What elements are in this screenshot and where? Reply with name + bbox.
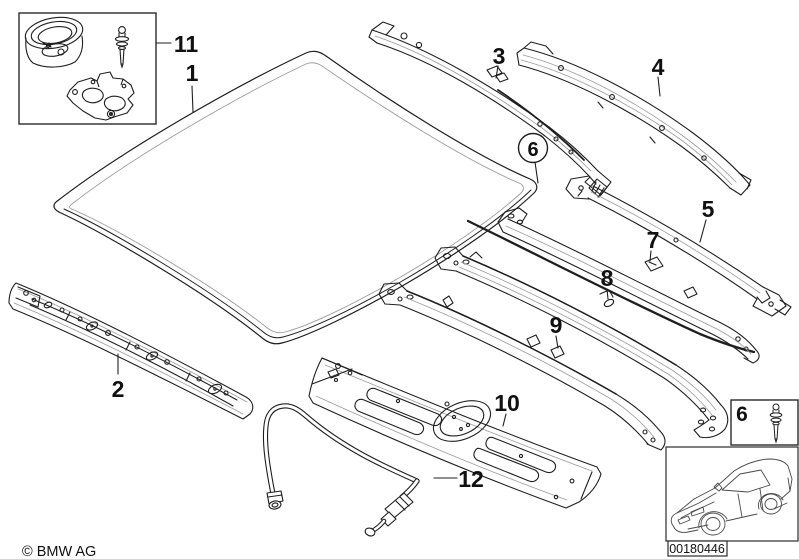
part9-clip-detail (526, 334, 565, 359)
car-thumbnail-box: 00180446 (665, 446, 799, 557)
callout-6-inset[interactable]: 6 (736, 403, 748, 426)
part7-roof-bow-with-seal (466, 207, 760, 364)
part12-hose-drawing (262, 403, 420, 537)
leader-10 (502, 413, 507, 427)
leader-8 (606, 288, 609, 300)
callout-7[interactable]: 7 (647, 227, 660, 253)
callout-1[interactable]: 1 (186, 60, 199, 86)
screw-rivet-icon (769, 403, 783, 444)
callout-3[interactable]: 3 (493, 43, 506, 69)
part2-windshield-frame-rail (8, 282, 254, 420)
callout-9[interactable]: 9 (550, 312, 563, 338)
part3-roof-frame-rail (368, 21, 612, 198)
leader-3 (495, 65, 499, 79)
callout-4[interactable]: 4 (652, 54, 665, 80)
part9-roof-bow (378, 282, 666, 451)
leader-7 (649, 250, 652, 262)
inset-box-part11 (18, 12, 157, 125)
part10-inner-roof-panel (308, 357, 602, 509)
callout-6-circled[interactable]: 6 (517, 132, 549, 164)
part8-roof-bow (434, 246, 729, 439)
part7-clip-detail (644, 256, 664, 272)
callout-5[interactable]: 5 (702, 196, 715, 222)
part3-clip-detail (486, 65, 509, 83)
rivet-icon (114, 26, 130, 69)
leader-9 (555, 335, 559, 349)
grommet-cup-icon (24, 16, 84, 68)
leader-5 (699, 219, 707, 243)
antenna-boss (432, 400, 492, 442)
callout-11[interactable]: 11 (174, 31, 199, 57)
roof-outline (53, 50, 538, 345)
leader-lines (117, 42, 707, 479)
leader-4 (657, 76, 661, 97)
part8-slot-detail (603, 298, 615, 308)
callout-2[interactable]: 2 (112, 376, 125, 402)
hose-start-fitting (266, 490, 284, 505)
callout-10[interactable]: 10 (494, 390, 520, 416)
callout-12[interactable]: 12 (458, 466, 484, 492)
roof-thickness-edge (63, 189, 532, 339)
copyright-text: © BMW AG (22, 544, 96, 559)
leader-6-circled (534, 161, 539, 184)
roof-panel-drawing (53, 50, 538, 345)
leader-1 (191, 85, 194, 113)
part5-reinforcement-strip (565, 175, 792, 317)
callouts: 1 2 3 4 5 7 8 9 10 11 12 6 (112, 31, 715, 492)
roof-inner-line (69, 62, 524, 334)
callout-6-circled-label[interactable]: 6 (527, 139, 538, 161)
bracket-icon (66, 71, 135, 121)
part4-rear-roof-rail (516, 41, 752, 196)
image-number-box: 00180446 (667, 540, 728, 557)
callout-8[interactable]: 8 (601, 265, 614, 291)
hose-end-cap (364, 527, 376, 537)
car-thumbnail (670, 458, 793, 536)
inset-box-part6: 6 (730, 399, 799, 446)
image-number: 00180446 (669, 542, 725, 556)
